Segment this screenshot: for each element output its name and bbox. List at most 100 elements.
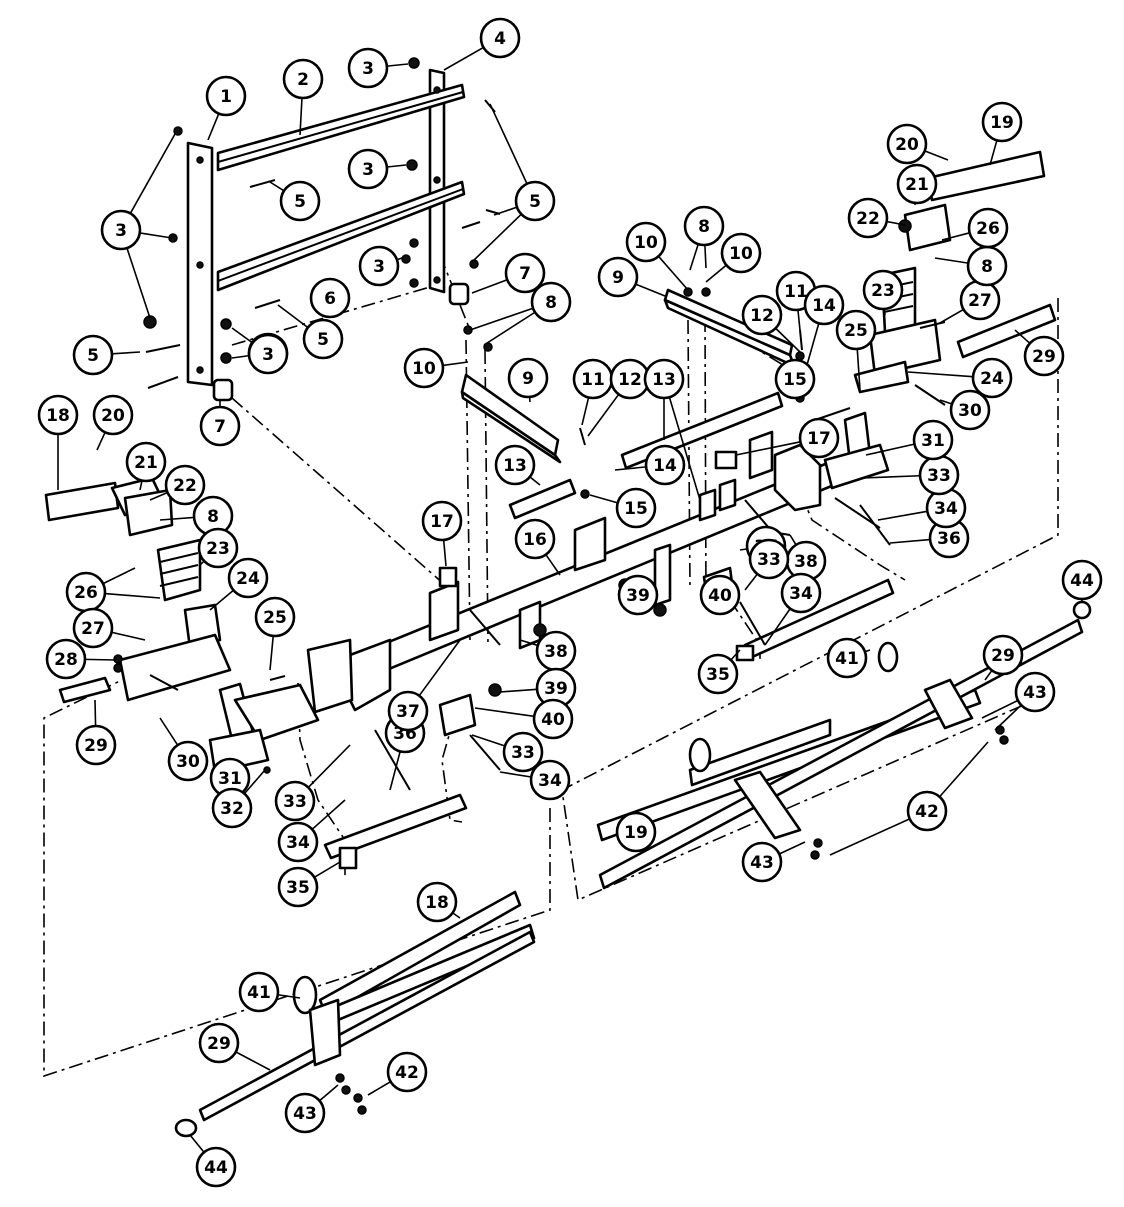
leader-line [493,206,518,216]
leader-line [469,307,534,331]
callout-34: 34 [277,799,346,863]
callout-label: 27 [81,619,105,639]
callout-5: 5 [471,103,556,263]
callout-label: 33 [757,550,781,570]
callout-circle [741,841,783,883]
callout-40: 40 [699,574,741,616]
callout-circle [803,284,845,326]
callout-circle [197,527,239,569]
leader-line [231,327,254,344]
callout-circle [238,971,280,1013]
callout-24: 24 [209,557,269,611]
callout-30: 30 [159,717,209,782]
leader-line [84,658,117,661]
callout-8: 8 [934,245,1008,287]
callout-circle [1014,671,1056,713]
callout-21: 21 [125,441,167,491]
callout-circle [896,163,938,205]
leader-line [764,608,791,646]
callout-circle [199,405,241,447]
callout-label: 9 [612,268,624,288]
callout-17: 17 [735,417,840,459]
callout-label: 44 [1070,571,1094,591]
leader-line [474,707,535,718]
leader-line [149,491,168,501]
leader-line [96,431,106,451]
callout-circle [45,638,87,680]
callout-34: 34 [877,487,967,529]
callout-10: 10 [403,347,469,389]
callout-circle [720,232,762,274]
callout-34: 34 [764,572,822,646]
callout-label: 13 [652,370,676,390]
rods [323,391,895,860]
callout-44: 44 [1061,559,1103,602]
callout-29: 29 [982,634,1024,681]
callout-label: 5 [87,346,99,366]
leader-line [614,466,647,471]
leader-line [231,354,250,359]
callout-circle [502,731,544,773]
callout-circle [403,347,445,389]
callout-24: 24 [907,357,1013,399]
leader-line [635,283,666,297]
callout-label: 28 [54,650,78,670]
callout-label: 34 [286,833,310,853]
leader-line [442,539,447,567]
callout-label: 30 [958,401,982,421]
callout-label: 34 [934,499,958,519]
leader-line [104,592,161,599]
callout-circle [971,357,1013,399]
leader-line [209,589,234,611]
callout-label: 19 [624,823,648,843]
spacers [212,282,470,402]
callout-40: 40 [474,698,574,740]
leader-line [318,1084,339,1102]
callout-27: 27 [72,607,146,649]
callout-circle [1061,559,1103,601]
callout-label: 42 [395,1063,419,1083]
callout-label: 12 [618,370,642,390]
callout-circle [643,358,685,400]
leader-line [367,1080,392,1096]
leader-line [877,510,928,521]
callout-label: 41 [835,649,859,669]
callout-41: 41 [826,637,871,679]
leader-line [471,213,522,263]
leader-line [829,818,911,856]
callout-20: 20 [886,123,949,165]
callout-label: 39 [544,679,568,699]
callout-label: 8 [207,507,219,527]
leader-line [689,243,700,271]
callout-label: 2 [297,70,309,90]
leader-line [269,181,285,192]
callout-5: 5 [269,180,321,222]
callout-circle [780,572,822,614]
callout-label: 25 [844,321,868,341]
callout-layer: 1234353533675537810991081011121311121415… [37,17,1103,1188]
callout-label: 7 [214,417,226,437]
callout-label: 31 [218,769,242,789]
leader-line [587,393,620,437]
callout-label: 26 [74,583,98,603]
callout-circle [617,574,659,616]
callout-label: 33 [927,466,951,486]
leader-line [994,704,1022,731]
callout-label: 39 [626,586,650,606]
callout-circle [697,653,739,695]
callout-circle [529,759,571,801]
leader-line [442,361,469,367]
leader-line [545,554,561,576]
support-bars [460,288,796,464]
leader-line [111,631,146,641]
callout-label: 29 [1032,347,1056,367]
callout-22: 22 [149,464,206,506]
callout-circle [254,596,296,638]
callout-19: 19 [981,101,1023,166]
callout-circle [835,309,877,351]
leader-line [129,133,176,214]
callout-circle [1023,335,1065,377]
callout-8: 8 [469,281,572,346]
callout-label: 37 [396,702,420,722]
callout-label: 36 [937,529,961,549]
